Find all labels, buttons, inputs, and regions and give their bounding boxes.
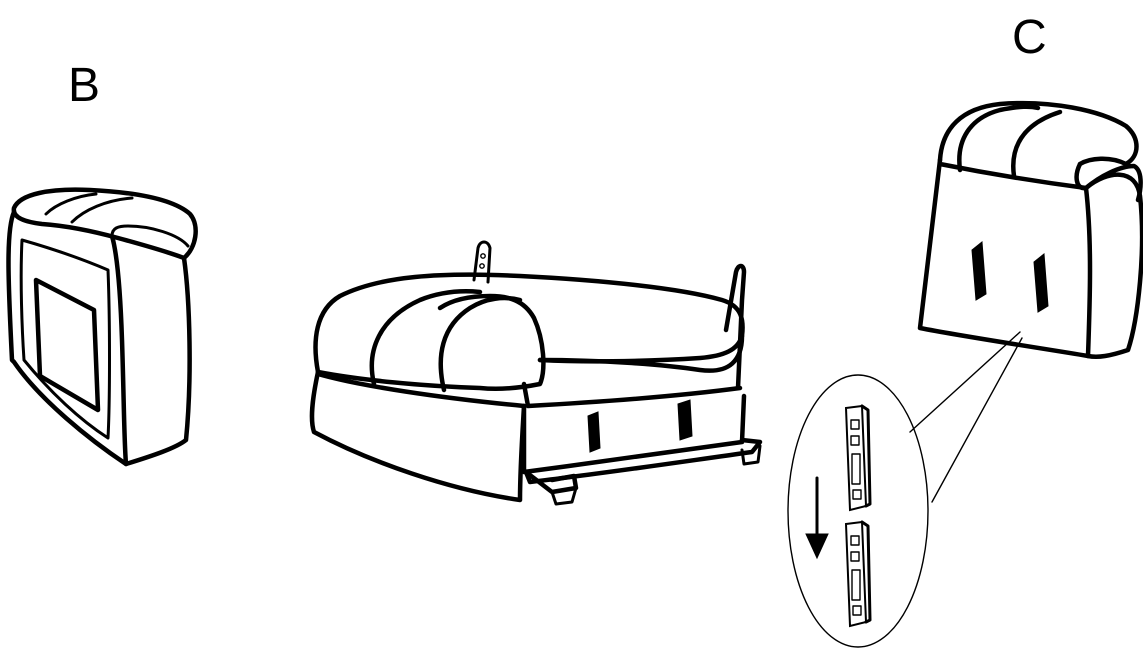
armrest-outer-edge: [112, 236, 126, 464]
backrest-seam-2: [1013, 112, 1060, 176]
seat-seam-2: [441, 298, 520, 390]
part-b-label: B: [68, 62, 100, 110]
backrest-seam-1: [959, 107, 1038, 170]
down-arrow-icon: [806, 534, 828, 558]
armrest-top-cushion: [14, 190, 196, 258]
backrest-c: [920, 103, 1142, 357]
detail-bracket-upper: [846, 406, 866, 510]
backrest-side: [1086, 175, 1142, 357]
side-bracket-2: [678, 400, 692, 440]
bracket-left-hole: [481, 254, 485, 258]
callout-leader-2: [932, 338, 1022, 502]
backrest-bracket-2: [1034, 254, 1048, 312]
armrest-cushion-seam-2: [72, 198, 132, 222]
seat-front-roll: [318, 296, 543, 389]
bracket-detail-callout: [788, 332, 1022, 647]
bracket-left-hole: [480, 264, 484, 268]
seat-cushion: [316, 275, 743, 372]
backrest-top-roll: [940, 103, 1137, 164]
armrest-b: [9, 190, 196, 464]
seat-base: [312, 242, 760, 504]
part-c-label: C: [1012, 14, 1047, 62]
backrest-face: [920, 160, 1090, 356]
seat-side-lower: [524, 384, 740, 406]
backrest-bracket-1: [972, 242, 986, 300]
seat-side: [540, 336, 742, 371]
seat-side-skirt: [524, 396, 744, 472]
armrest-panel: [36, 280, 98, 410]
side-bracket-1: [588, 412, 600, 452]
detail-bracket-lower: [846, 522, 866, 626]
armrest-cushion-seam-3: [112, 226, 188, 246]
callout-leader-1: [910, 332, 1020, 432]
seat-seam-1: [372, 291, 480, 384]
